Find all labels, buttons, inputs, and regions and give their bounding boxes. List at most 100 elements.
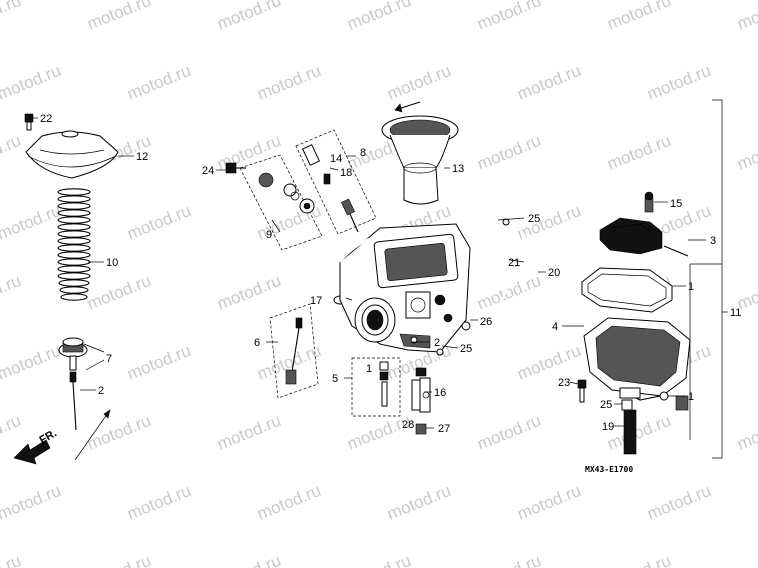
watermark-text: motod.ru (474, 0, 543, 34)
watermark-text: motod.ru (474, 551, 543, 568)
kit-box-5 (351, 357, 401, 417)
kit-box-8 (295, 129, 377, 235)
carburetor-body (339, 223, 471, 353)
watermark-text: motod.ru (84, 0, 153, 34)
watermark-text: motod.ru (734, 411, 758, 454)
watermark-text: motod.ru (734, 131, 758, 174)
watermark-text: motod.ru (0, 61, 64, 104)
watermark-text: motod.ru (0, 201, 64, 244)
diagram-code: MX43-E1700 (585, 465, 633, 474)
watermark-text: motod.ru (124, 61, 193, 104)
callout-27: 27 (438, 423, 450, 435)
spring-coil (57, 244, 91, 252)
watermark-text: motod.ru (644, 481, 713, 524)
bolt-22 (24, 113, 34, 131)
spring-coil (57, 223, 91, 231)
gasket-1 (581, 267, 673, 313)
hose-19 (621, 399, 637, 455)
callout-1: 1 (688, 281, 694, 293)
callout-22: 22 (40, 113, 52, 125)
watermark-text: motod.ru (604, 411, 673, 454)
front-label: FR. (38, 427, 59, 446)
callout-5: 5 (332, 373, 338, 385)
callout-25: 25 (600, 399, 612, 411)
callout-6: 6 (254, 337, 260, 349)
watermark-text: motod.ru (384, 481, 453, 524)
callout-2: 2 (434, 337, 440, 349)
spring-coil (57, 272, 91, 280)
callout-10: 10 (106, 257, 118, 269)
watermark-text: motod.ru (124, 201, 193, 244)
callout-20: 20 (548, 267, 560, 279)
watermark-text: motod.ru (124, 481, 193, 524)
watermark-text: motod.ru (344, 551, 413, 568)
watermark-text: motod.ru (214, 551, 283, 568)
spring-coil (57, 237, 91, 245)
watermark-text: motod.ru (254, 481, 323, 524)
watermark-text: motod.ru (734, 551, 758, 568)
callout-17: 17 (310, 295, 322, 307)
watermark-text: motod.ru (384, 61, 453, 104)
callout-12: 12 (136, 151, 148, 163)
kit-box-9 (239, 154, 323, 251)
callout-4: 4 (552, 321, 558, 333)
watermark-text: motod.ru (644, 61, 713, 104)
callout-18: 18 (340, 167, 352, 179)
watermark-text: motod.ru (84, 551, 153, 568)
spring-coil (60, 293, 88, 301)
watermark-text: motod.ru (514, 481, 583, 524)
callout-16: 16 (434, 387, 446, 399)
kit-box-6 (269, 303, 319, 399)
watermark-text: motod.ru (474, 411, 543, 454)
callout-13: 13 (452, 163, 464, 175)
watermark-text: motod.ru (604, 551, 673, 568)
watermark-text: motod.ru (344, 411, 413, 454)
watermark-text: motod.ru (604, 0, 673, 34)
watermark-text: motod.ru (0, 411, 24, 454)
watermark-text: motod.ru (214, 411, 283, 454)
watermark-text: motod.ru (0, 481, 64, 524)
callout-23: 23 (558, 377, 570, 389)
callout-8: 8 (360, 147, 366, 159)
air-funnel-13 (381, 115, 459, 205)
callout-7: 7 (106, 353, 112, 365)
callout-25: 25 (528, 213, 540, 225)
float-bowl-4 (583, 317, 691, 401)
callout-1: 1 (366, 363, 372, 375)
watermark-text: motod.ru (344, 0, 413, 34)
spring-coil (59, 286, 89, 294)
watermark-text: motod.ru (514, 61, 583, 104)
spring-coil (57, 188, 91, 196)
float-3 (599, 217, 689, 257)
spring-coil (58, 279, 90, 287)
watermark-text: motod.ru (214, 0, 283, 34)
callout-24: 24 (202, 165, 214, 177)
callout-2: 2 (98, 385, 104, 397)
spring-coil (57, 251, 91, 259)
spring-10 (57, 188, 91, 301)
callout-14: 14 (330, 153, 342, 165)
spring-coil (57, 230, 91, 238)
callout-19: 19 (602, 421, 614, 433)
watermark-text: motod.ru (474, 131, 543, 174)
jet-needle-2 (69, 371, 77, 431)
watermark-text: motod.ru (604, 131, 673, 174)
watermark-text: motod.ru (514, 341, 583, 384)
callout-15: 15 (670, 198, 682, 210)
spring-coil (57, 195, 91, 203)
spring-coil (57, 209, 91, 217)
watermark-text: motod.ru (0, 0, 24, 34)
watermark-text: motod.ru (214, 131, 283, 174)
callout-28: 28 (402, 419, 414, 431)
callout-9: 9 (266, 229, 272, 241)
watermark-text: motod.ru (124, 341, 193, 384)
screw-15 (644, 191, 654, 213)
watermark-text: motod.ru (0, 131, 24, 174)
screw-23 (577, 379, 587, 403)
watermark-text: motod.ru (214, 271, 283, 314)
jets-16-28-27 (411, 367, 431, 435)
spring-coil (57, 202, 91, 210)
